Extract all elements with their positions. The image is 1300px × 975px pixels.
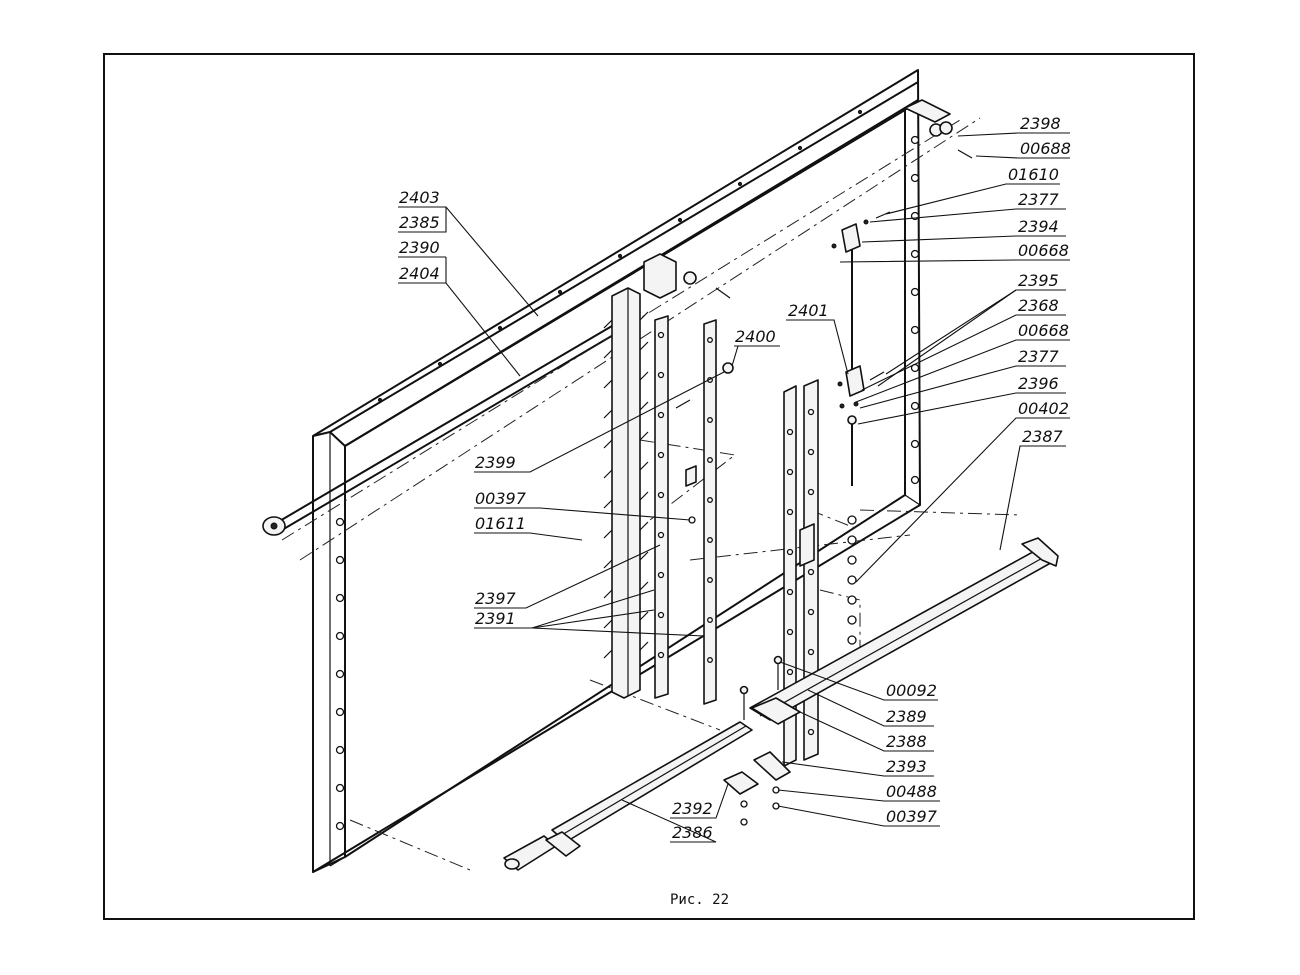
stile-right-group bbox=[783, 379, 819, 767]
label-2377-top: 2377 bbox=[1018, 190, 1060, 209]
bottom-brackets bbox=[723, 685, 801, 826]
label-2388: 2388 bbox=[886, 732, 927, 751]
label-2404: 2404 bbox=[399, 264, 440, 283]
label-00488: 00488 bbox=[886, 782, 937, 801]
label-2368: 2368 bbox=[1018, 296, 1059, 315]
right-flange-holes bbox=[910, 135, 920, 485]
label-2392: 2392 bbox=[672, 799, 713, 818]
part-labels: 2403 2385 2390 2404 2400 2399 00397 0161… bbox=[399, 114, 1071, 842]
bottom-rail-2387 bbox=[749, 537, 1059, 721]
label-2399: 2399 bbox=[475, 453, 516, 472]
label-2385: 2385 bbox=[399, 213, 440, 232]
top-flange-holes bbox=[377, 109, 863, 403]
label-2398: 2398 bbox=[1020, 114, 1061, 133]
drawing-border bbox=[103, 53, 1195, 920]
label-2396: 2396 bbox=[1018, 374, 1059, 393]
label-01610: 01610 bbox=[1008, 165, 1059, 184]
label-2387: 2387 bbox=[1022, 427, 1064, 446]
label-00668-top: 00668 bbox=[1018, 241, 1069, 260]
left-flange-holes bbox=[335, 517, 345, 831]
label-2390: 2390 bbox=[399, 238, 440, 257]
label-00402: 00402 bbox=[1018, 399, 1069, 418]
stile-left-group bbox=[603, 253, 734, 705]
bottom-rail-2386 bbox=[503, 721, 753, 871]
label-2403: 2403 bbox=[399, 188, 440, 207]
shaft-rod bbox=[262, 325, 616, 536]
label-2386: 2386 bbox=[672, 823, 713, 842]
label-00397-right: 00397 bbox=[886, 807, 938, 826]
label-01611: 01611 bbox=[475, 514, 526, 533]
label-2377-mid: 2377 bbox=[1018, 347, 1060, 366]
frame-panel bbox=[312, 69, 951, 873]
figure-caption: Рис. 22 bbox=[670, 892, 729, 908]
label-2395: 2395 bbox=[1018, 271, 1059, 290]
label-2391: 2391 bbox=[475, 609, 516, 628]
label-00668-mid: 00668 bbox=[1018, 321, 1069, 340]
label-00688: 00688 bbox=[1020, 139, 1071, 158]
label-00092: 00092 bbox=[886, 681, 937, 700]
hinge-tabs bbox=[603, 311, 649, 659]
label-00397-left: 00397 bbox=[475, 489, 527, 508]
label-underlines bbox=[398, 132, 1070, 843]
label-2397: 2397 bbox=[475, 589, 517, 608]
strip-holes bbox=[657, 331, 665, 659]
label-2389: 2389 bbox=[886, 707, 927, 726]
label-2394: 2394 bbox=[1018, 217, 1059, 236]
label-2401: 2401 bbox=[788, 301, 829, 320]
label-2393: 2393 bbox=[886, 757, 927, 776]
label-2400: 2400 bbox=[735, 327, 776, 346]
